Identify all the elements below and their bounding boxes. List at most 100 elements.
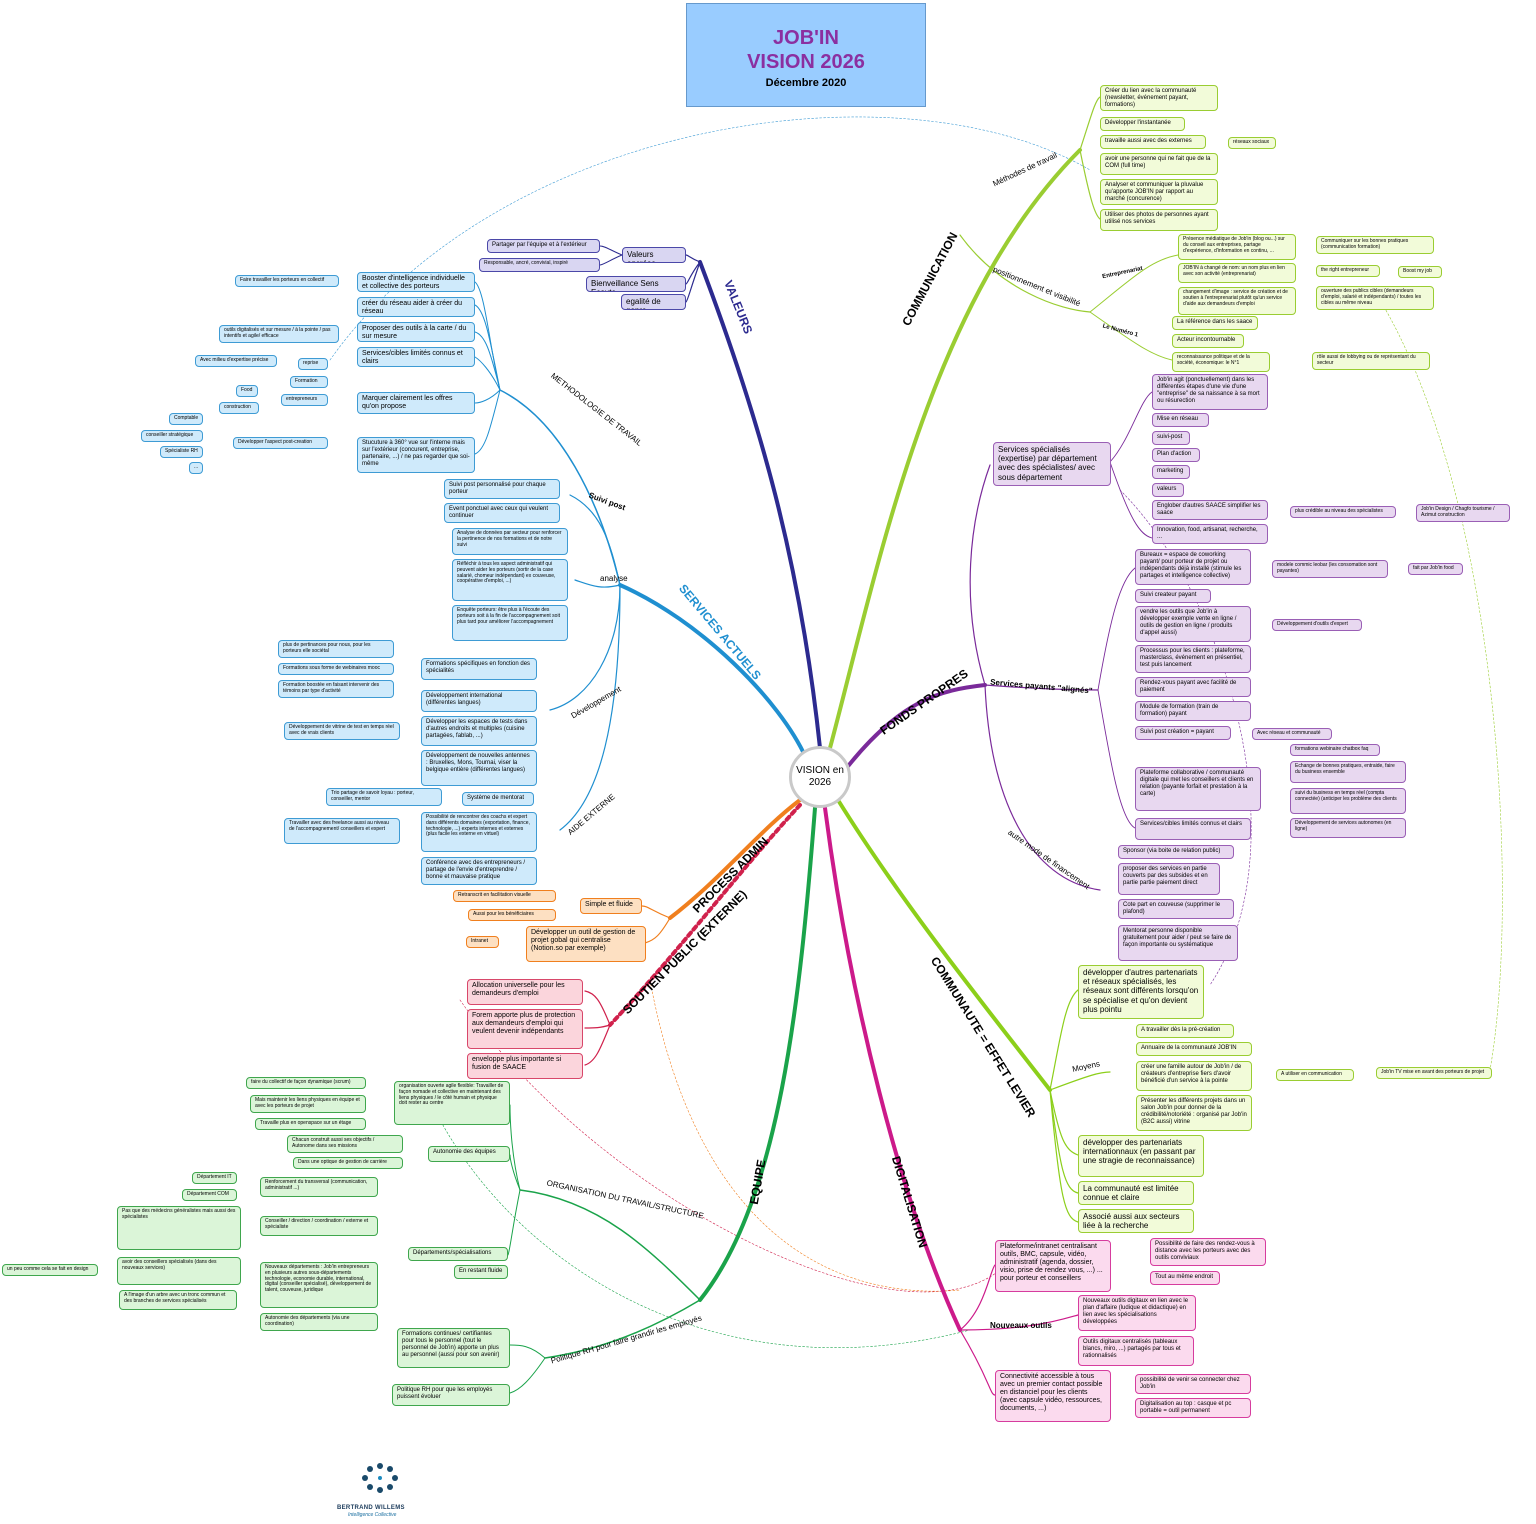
node-vitrine[interactable]: Développement de vitrine de test en temp… <box>284 722 400 740</box>
node-internationaux[interactable]: développer des partenariats internationn… <box>1078 1135 1204 1177</box>
node-departements[interactable]: Départements/spécialisations <box>408 1247 508 1261</box>
node-construction[interactable]: construction <box>219 402 259 414</box>
node-avec-reseau[interactable]: Avec réseau et communauté <box>1252 728 1332 740</box>
node-nouveaux-digitaux[interactable]: Nouveaux outils digitaux en lien avec le… <box>1078 1295 1196 1331</box>
node-dept-com[interactable]: Département COM <box>182 1189 237 1201</box>
node-webinaires[interactable]: Formations sous forme de webinaires mooc <box>278 663 394 675</box>
node-mise-reseau[interactable]: Mise en réseau <box>1152 413 1209 427</box>
node-comptable[interactable]: Comptable <box>169 413 203 425</box>
node-faire-travailler[interactable]: Faire travailler les porteurs en collect… <box>235 275 339 287</box>
node-instantanee[interactable]: Développer l'instantanée <box>1100 117 1185 131</box>
node-event[interactable]: Event ponctuel avec ceux qui veulent con… <box>444 503 560 523</box>
node-associe[interactable]: Associé aussi aux secteurs liée à la rec… <box>1078 1209 1194 1233</box>
node-enquete[interactable]: Enquête porteurs: être plus à l'écoute d… <box>452 605 568 641</box>
node-avoir[interactable]: avoir des conseillers spécialisés (dans … <box>117 1257 241 1285</box>
node-conseiller[interactable]: conseiller stratégique <box>141 430 203 442</box>
node-proposer[interactable]: Proposer des outils à la carte / du sur … <box>357 322 475 342</box>
node-mentorat[interactable]: Système de mentorat <box>462 792 534 806</box>
node-dots[interactable]: ... <box>189 462 203 474</box>
node-tout-endroit[interactable]: Tout au même endroit <box>1150 1271 1220 1285</box>
node-possibilite[interactable]: Possibilité de rencontrer des coachs et … <box>421 812 537 852</box>
node-valeurs-ancrees[interactable]: Valeurs ancrées <box>622 247 686 263</box>
node-centralises[interactable]: Outils digitaux centralisés (tableaux bl… <box>1078 1336 1194 1366</box>
node-reflechir[interactable]: Réfléchir à tous les aspect administrati… <box>452 559 568 601</box>
node-chacun[interactable]: Chacun construit aussi ses objectifs / A… <box>287 1135 403 1153</box>
node-echange[interactable]: Echange de bonnes pratiques, entraide, f… <box>1290 761 1406 783</box>
node-plateforme[interactable]: Plateforme/intranet centralisant outils,… <box>995 1240 1111 1292</box>
node-right[interactable]: the right entrepreneur <box>1316 265 1380 277</box>
node-egalite[interactable]: egalité de genre <box>621 294 686 310</box>
node-optique[interactable]: Dans une optique de gestion de carrière <box>293 1157 403 1169</box>
node-utiliser[interactable]: A utiliser en communication <box>1276 1069 1354 1081</box>
node-outil-gestion[interactable]: Développer un outil de gestion de projet… <box>526 926 646 962</box>
node-entrepreneurs[interactable]: entrepreneurs <box>281 394 328 406</box>
node-services-specialises[interactable]: Services spécialisés (expertise) par dép… <box>993 442 1111 486</box>
node-intranet[interactable]: Intranet <box>466 936 499 948</box>
node-post-creation[interactable]: Développer l'aspect post-creation <box>233 437 328 449</box>
node-organisation-agile[interactable]: organisation ouverte agile flexible: Tra… <box>394 1081 510 1125</box>
node-englober[interactable]: Englober d'autres SAACE simplifier les s… <box>1152 500 1268 520</box>
node-fleuve[interactable]: A l'image d'un arbre avec un tronc commu… <box>119 1290 237 1310</box>
node-externes[interactable]: travaille aussi avec des externes <box>1100 135 1206 149</box>
node-reference[interactable]: La référence dans les saace <box>1172 316 1258 330</box>
node-renforcement[interactable]: Renforcement du transversal (communicati… <box>260 1177 378 1197</box>
node-bureaux[interactable]: Bureaux = espace de coworking payant/ po… <box>1135 549 1251 585</box>
node-lobbying[interactable]: rôle aussi de lobbying ou de représentan… <box>1312 352 1430 370</box>
node-specialiste-rh[interactable]: Spécialiste RH <box>160 446 203 458</box>
node-marquer[interactable]: Marquer clairement les offres qu'on prop… <box>357 392 475 414</box>
node-jobin-tv[interactable]: Job'in TV mise en avant des porteurs de … <box>1376 1067 1492 1079</box>
node-analyser[interactable]: Analyser et communiquer la pluvalue qu'a… <box>1100 179 1218 205</box>
node-lien[interactable]: Créer du lien avec la communauté (newsle… <box>1100 85 1218 111</box>
node-food[interactable]: Food <box>236 385 258 397</box>
node-dept-it[interactable]: Département IT <box>192 1172 237 1184</box>
node-reprise[interactable]: reprise <box>298 358 328 370</box>
node-trio[interactable]: Trio partage de savoir loyau : porteur, … <box>326 788 442 806</box>
node-connectivite[interactable]: Connectivité accessible à tous avec un p… <box>995 1370 1111 1422</box>
node-ouverture[interactable]: ouverture des publics cibles (demandeurs… <box>1316 286 1434 310</box>
node-travaille-openspace[interactable]: Travaille plus en openspace sur un étage <box>255 1118 366 1130</box>
node-plan-action[interactable]: Plan d'action <box>1152 448 1200 462</box>
node-international[interactable]: Développement international (différentes… <box>421 690 537 712</box>
node-reconnaissance[interactable]: reconnaissance politique et de la sociét… <box>1172 352 1270 372</box>
node-un-peu[interactable]: un peu comme cela se fait en design <box>2 1264 98 1276</box>
node-boost[interactable]: Boost my job <box>1398 266 1442 278</box>
node-plus-credible[interactable]: plus crédible au niveau des spécialistes <box>1290 506 1396 518</box>
node-cote-part[interactable]: Cote part en couveuse (supprimer le plaf… <box>1118 899 1234 919</box>
node-incontournable[interactable]: Acteur incontournable <box>1172 334 1244 348</box>
node-rendez-vous[interactable]: Rendez-vous payant avec facilité de paie… <box>1135 677 1251 697</box>
node-salon[interactable]: Présenter les différents projets dans un… <box>1136 1095 1252 1131</box>
node-structure360[interactable]: Stucuture à 360° vue sur l'interne mais … <box>357 437 475 473</box>
node-forem[interactable]: Forem apporte plus de protection aux dem… <box>467 1009 583 1049</box>
node-developpement-services[interactable]: Développement de services autonomes (en … <box>1290 818 1406 838</box>
node-conseiller-dir[interactable]: Conseiller / direction / coordination / … <box>260 1216 378 1236</box>
node-reseaux-sociaux[interactable]: réseaux sociaux <box>1228 137 1276 149</box>
node-personne[interactable]: avoir une personne qui ne fait que de la… <box>1100 153 1218 175</box>
node-reseau[interactable]: créer du réseau aider à créer du réseau <box>357 297 475 317</box>
node-partager[interactable]: Partager par l'équipe et à l'extérieur <box>487 239 600 253</box>
node-pre-creation[interactable]: A travailler dès la pré-création <box>1136 1024 1234 1038</box>
node-outils-expert[interactable]: Développement d'outils d'expert <box>1272 619 1362 631</box>
node-autonomie-depts[interactable]: Autonomie des départements (via une coor… <box>260 1313 378 1331</box>
node-politique[interactable]: Politique RH pour que les employés puiss… <box>392 1384 510 1406</box>
node-processus[interactable]: Processus pour les clients : plateforme,… <box>1135 645 1251 673</box>
node-formation[interactable]: Formation <box>290 376 328 388</box>
node-innovation[interactable]: Innovation, food, artisanat, recherche, … <box>1152 524 1268 544</box>
node-responsable[interactable]: Responsable, ancré, convivial, inspiré <box>479 258 600 272</box>
node-suivi-post-f[interactable]: suivi-post <box>1152 431 1190 445</box>
node-suivi-perso[interactable]: Suivi post personnalisé pour chaque port… <box>444 479 560 499</box>
node-vendre[interactable]: vendre les outils que Job'in à développe… <box>1135 606 1251 642</box>
node-retranscrit[interactable]: Retranscrit en facilitation visuelle <box>453 890 556 902</box>
node-booster[interactable]: Booster d'intelligence individuelle et c… <box>357 272 475 292</box>
node-jobin-design[interactable]: Job'in Design / Chagfo tourisme / Azimut… <box>1416 504 1510 522</box>
node-aussi[interactable]: Aussi pour les bénéficiaires <box>468 909 556 921</box>
node-pertinence[interactable]: plus de pertinances pour nous, pour les … <box>278 640 394 658</box>
node-presence[interactable]: Présence médiatique de Job'in (blog ou..… <box>1178 234 1296 260</box>
node-suivi-post-creation[interactable]: Suivi post création = payant <box>1135 726 1231 740</box>
node-top[interactable]: Digitalisation au top : casque et pc por… <box>1135 1398 1251 1418</box>
node-mentorat-f[interactable]: Mentorat personne disponible gratuitemen… <box>1118 925 1238 961</box>
node-espaces[interactable]: Développer les espaces de tests dans d'a… <box>421 716 537 746</box>
node-jobin-agit[interactable]: Job'in agit (ponctuellement) dans les di… <box>1152 374 1268 410</box>
node-avec-milieu[interactable]: Avec milieu d'expertise précise <box>195 355 277 367</box>
node-fait-par[interactable]: fait par Job'in food <box>1408 563 1463 575</box>
node-outils-digitalises[interactable]: outils digitalisés et sur mesure / à la … <box>219 325 339 343</box>
